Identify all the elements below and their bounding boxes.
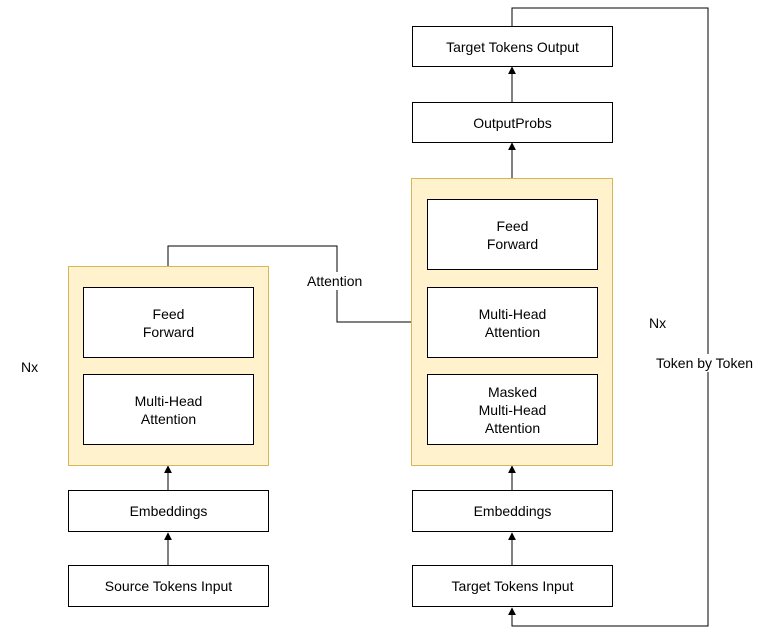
decoder-mha-label-1: Multi-Head — [478, 305, 547, 322]
arrow-token-feedback — [508, 7, 709, 627]
source-tokens-input-label: Source Tokens Input — [104, 578, 233, 594]
target-tokens-output-label: Target Tokens Output — [446, 38, 579, 55]
decoder-ff-label-2: Forward — [486, 235, 539, 252]
encoder-embeddings-label: Embeddings — [129, 503, 208, 519]
encoder-mha-label-2: Attention — [140, 410, 197, 427]
decoder-embeddings-label: Embeddings — [473, 503, 552, 519]
encoder-ff-label-1: Feed — [152, 305, 185, 322]
decoder-masked-label-1: Masked — [487, 383, 537, 400]
encoder-ff-label-2: Forward — [142, 323, 195, 340]
arrow-encoder-to-decoder-attention — [167, 245, 427, 326]
decoder-embeddings: Embeddings — [412, 490, 613, 532]
cross-attention-label: Attention — [307, 272, 363, 290]
decoder-repeat-label: Nx — [649, 315, 667, 331]
decoder-ff-label-1: Feed — [496, 217, 529, 234]
feedback-label: Token by Token — [656, 354, 754, 372]
target-tokens-input: Target Tokens Input — [412, 565, 613, 607]
encoder-mha-label-1: Multi-Head — [134, 392, 203, 409]
encoder-embeddings: Embeddings — [68, 490, 269, 532]
target-tokens-output: Target Tokens Output — [412, 26, 613, 67]
decoder-mha-label-2: Attention — [484, 323, 541, 340]
encoder-repeat-label: Nx — [21, 359, 39, 375]
output-probs: OutputProbs — [412, 102, 613, 143]
output-probs-label: OutputProbs — [473, 114, 552, 131]
decoder-masked-label-2: Multi-Head — [478, 401, 547, 418]
decoder-masked-label-3: Attention — [484, 419, 541, 436]
target-tokens-input-label: Target Tokens Input — [451, 578, 574, 594]
source-tokens-input: Source Tokens Input — [68, 565, 269, 607]
